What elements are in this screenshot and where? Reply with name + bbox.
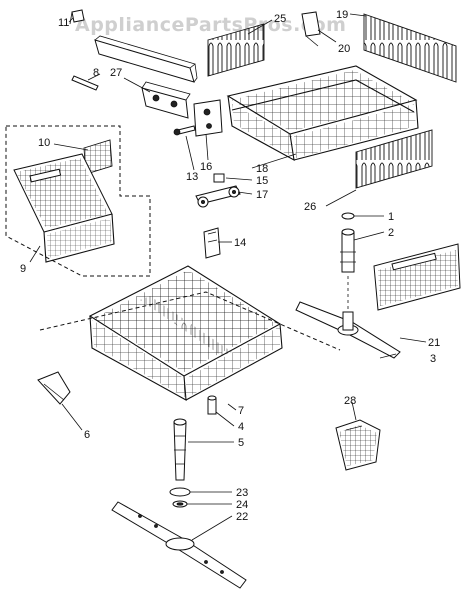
part-8-pin <box>71 75 99 91</box>
part-25-tine-row <box>207 23 265 77</box>
part-13-screw <box>173 125 196 136</box>
callout-17: 17 <box>256 189 268 201</box>
part-28-cup <box>335 419 381 471</box>
callout-6: 6 <box>84 429 90 441</box>
callout-10: 10 <box>38 137 50 149</box>
part-4-bushing <box>207 395 217 415</box>
part-16-plate <box>193 99 223 137</box>
callout-9: 9 <box>20 263 26 275</box>
callout-22: 22 <box>236 511 248 523</box>
part-1-washer <box>341 212 355 220</box>
callout-5: 5 <box>238 437 244 449</box>
leader-lines <box>29 13 427 541</box>
part-14-adjuster <box>203 227 221 259</box>
watermark-text: AppliancePartsPros.com <box>75 14 346 36</box>
part-19-tine-row <box>363 13 457 83</box>
callout-13: 13 <box>186 171 198 183</box>
part-27-bracket <box>141 81 191 119</box>
callout-27: 27 <box>110 67 122 79</box>
callout-21: 21 <box>428 337 440 349</box>
part-21-cover <box>373 243 461 311</box>
callout-18: 18 <box>256 163 268 175</box>
part-3-spray-arm <box>295 301 401 359</box>
part-15-stop <box>213 173 225 183</box>
callout-1: 1 <box>388 211 394 223</box>
part-5-tube <box>173 418 187 481</box>
part-20-clip <box>301 11 321 47</box>
callout-23: 23 <box>236 487 248 499</box>
callout-19: 19 <box>336 9 348 21</box>
callout-11: 11 <box>58 17 69 29</box>
callout-20: 20 <box>338 43 350 55</box>
part-2-tube <box>340 228 356 312</box>
callout-3: 3 <box>430 353 436 365</box>
callout-4: 4 <box>238 421 244 433</box>
callout-8: 8 <box>93 67 99 79</box>
part-24-nut <box>172 500 188 508</box>
part-11-clip <box>69 9 85 25</box>
callout-16: 16 <box>200 161 212 173</box>
callout-2: 2 <box>388 227 394 239</box>
callout-28: 28 <box>344 395 356 407</box>
callout-7: 7 <box>238 405 244 417</box>
part-18-upper-rack <box>226 65 419 162</box>
callout-15: 15 <box>256 175 268 187</box>
part-7-lower-rack <box>88 265 283 401</box>
part-22-spray-arm <box>111 501 247 589</box>
callout-14: 14 <box>234 237 246 249</box>
callout-24: 24 <box>236 499 248 511</box>
silverware-basket <box>13 153 115 263</box>
part-6-handle <box>37 371 71 405</box>
part-26-tine-row <box>355 129 433 189</box>
part-9-basket-group <box>5 125 151 277</box>
callout-labels: 11 25 19 20 8 27 10 16 13 18 15 17 14 26… <box>20 9 440 523</box>
callout-26: 26 <box>304 201 316 213</box>
upper-rack-rail <box>94 35 198 83</box>
part-17-wheel-carrier <box>195 185 241 208</box>
part-23-washer <box>169 487 191 497</box>
callout-25: 25 <box>274 13 286 25</box>
